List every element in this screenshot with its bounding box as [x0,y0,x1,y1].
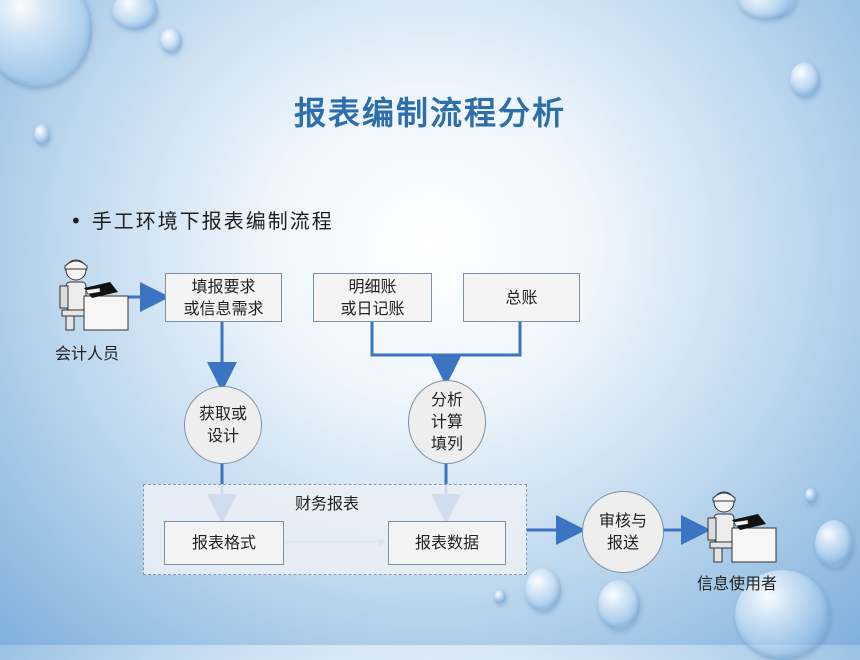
water-drop [805,488,817,504]
bullet-dot: • [70,209,84,233]
water-drop [738,0,796,20]
bullet-item: • 手工环境下报表编制流程 [70,205,334,234]
water-drop [815,520,853,568]
accountant-label: 会计人员 [55,344,120,363]
water-drop [112,0,158,30]
slide-title: 报表编制流程分析 [293,94,566,132]
analyze-calc-circle: 分析 计算 填列 [408,380,486,464]
accountant-person-icon [59,259,129,331]
info-user-person-icon [707,491,777,563]
water-drop [160,28,182,54]
water-drop [34,124,50,146]
detail-ledger-box: 明细账 或日记账 [313,273,432,322]
financial-report-label: 财务报表 [295,494,360,513]
water-drop [494,590,506,604]
report-data-box: 报表数据 [388,521,506,565]
water-drop [525,568,561,612]
review-submit-circle: 审核与 报送 [582,491,664,573]
water-drop [598,580,640,630]
info-user-label: 信息使用者 [697,574,778,593]
obtain-design-circle: 获取或 设计 [184,386,262,464]
water-drop [790,62,820,98]
general-ledger-box: 总账 [463,273,580,322]
line-ledgers-merge [370,320,522,357]
report-format-box: 报表格式 [164,521,284,565]
requirements-box: 填报要求 或信息需求 [165,273,282,322]
bullet-text: 手工环境下报表编制流程 [91,209,334,233]
